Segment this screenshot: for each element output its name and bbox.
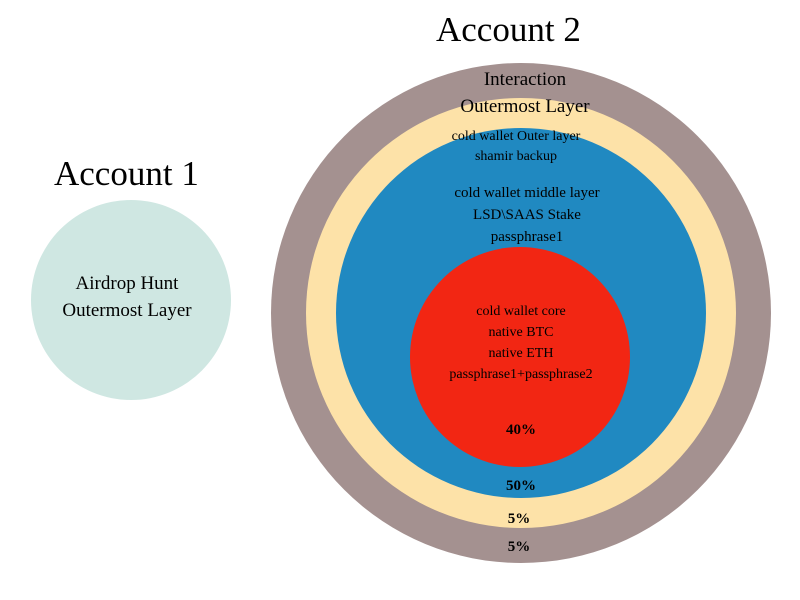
- account1-label: Airdrop Hunt Outermost Layer: [62, 270, 191, 324]
- account1-label-line: Outermost Layer: [62, 300, 192, 321]
- layer-outer-label-line: shamir backup: [474, 149, 558, 164]
- layer-outer-label-line: cold wallet Outer layer: [451, 129, 581, 144]
- layer-middle-label-line: LSD\SAAS Stake: [473, 207, 581, 223]
- layer-interaction-label-line: Interaction: [483, 69, 567, 90]
- layer-core-label-line: native BTC: [488, 325, 554, 340]
- account1-circle: [31, 200, 231, 400]
- layer-core-label-line: native ETH: [488, 346, 554, 361]
- layer-interaction-label-line: Outermost Layer: [460, 96, 590, 117]
- layer-core-label: cold wallet core native BTC native ETH p…: [449, 301, 592, 385]
- layer-outer-label: cold wallet Outer layer shamir backup: [452, 127, 581, 167]
- account1-title: Account 1: [54, 154, 199, 193]
- layer-core-label-line: passphrase1+passphrase2: [449, 367, 593, 382]
- account1-label-line: Airdrop Hunt: [75, 273, 179, 294]
- account2-title: Account 2: [436, 10, 581, 49]
- layer-interaction-percent: 5%: [507, 539, 531, 555]
- layer-interaction-label: Interaction Outermost Layer: [460, 66, 589, 120]
- layer-middle-label-line: passphrase1: [490, 229, 564, 245]
- layer-core-circle: [410, 247, 630, 467]
- layer-core-percent: 40%: [506, 422, 536, 438]
- layer-middle-percent: 50%: [506, 478, 536, 494]
- layer-outer-percent: 5%: [507, 511, 531, 527]
- layer-middle-label: cold wallet middle layer LSD\SAAS Stake …: [454, 182, 599, 248]
- layer-core-label-line: cold wallet core: [476, 304, 566, 319]
- layer-middle-label-line: cold wallet middle layer: [454, 185, 600, 201]
